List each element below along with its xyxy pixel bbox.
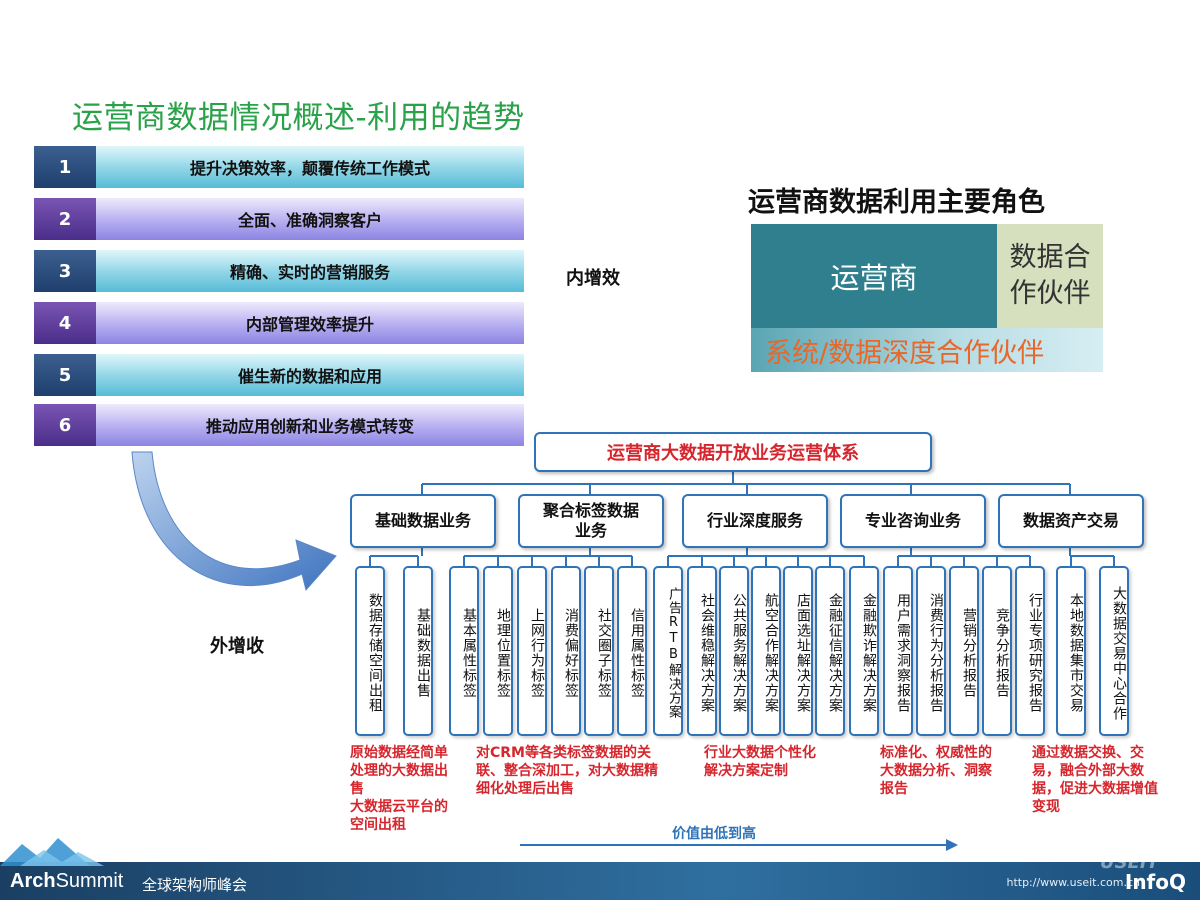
url-watermark: http://www.useit.com.cn <box>1006 876 1140 889</box>
leaf-credit-reporting: 金融征信解决方案 <box>815 566 845 736</box>
slide-title: 运营商数据情况概述-利用的趋势 <box>72 100 525 136</box>
note-aggregated-tags: 对CRM等各类标签数据的关联、整合深加工，对大数据精细化处理后出售 <box>476 745 658 797</box>
org-root: 运营商大数据开放业务运营体系 <box>534 432 932 472</box>
category-asset-trading: 数据资产交易 <box>998 494 1144 548</box>
leaf-basic-attribute-tag: 基本属性标签 <box>449 566 479 736</box>
role-data-partner: 数据合作伙伴 <box>997 224 1103 328</box>
list-item-text: 提升决策效率，颠覆传统工作模式 <box>96 146 524 188</box>
leaf-consumer-behavior: 消费行为分析报告 <box>916 566 946 736</box>
category-basic-data: 基础数据业务 <box>350 494 496 548</box>
note-industry-service: 行业大数据个性化解决方案定制 <box>704 745 816 779</box>
list-item: 2 全面、准确洞察客户 <box>34 198 524 240</box>
list-item: 6 推动应用创新和业务模式转变 <box>34 404 524 446</box>
list-item-number: 3 <box>34 250 96 292</box>
role-operator: 运营商 <box>751 224 997 328</box>
leaf-user-insight: 用户需求洞察报告 <box>883 566 913 736</box>
category-consulting: 专业咨询业务 <box>840 494 986 548</box>
list-item: 5 催生新的数据和应用 <box>34 354 524 396</box>
list-item-number: 2 <box>34 198 96 240</box>
leaf-store-siting: 店面选址解决方案 <box>783 566 813 736</box>
list-item-number: 1 <box>34 146 96 188</box>
leaf-browsing-tag: 上网行为标签 <box>517 566 547 736</box>
leaf-aviation: 航空合作解决方案 <box>751 566 781 736</box>
list-item-text: 精确、实时的营销服务 <box>96 250 524 292</box>
leaf-exchange-center: 大数据交易中心合作 <box>1099 566 1129 736</box>
leaf-industry-research: 行业专项研究报告 <box>1015 566 1045 736</box>
leaf-basic-data-sale: 基础数据出售 <box>403 566 433 736</box>
leaf-consumption-tag: 消费偏好标签 <box>551 566 581 736</box>
leaf-competition-report: 竞争分析报告 <box>982 566 1012 736</box>
roles-box: 运营商 数据合作伙伴 系统/数据深度合作伙伴 <box>751 224 1103 372</box>
leaf-credit-tag: 信用属性标签 <box>617 566 647 736</box>
role-deep-partner: 系统/数据深度合作伙伴 <box>751 328 1103 372</box>
value-label: 价值由低到高 <box>672 826 756 842</box>
leaf-fraud: 金融欺诈解决方案 <box>849 566 879 736</box>
list-item-text: 内部管理效率提升 <box>96 302 524 344</box>
infoq-logo: InfoQ <box>1124 870 1186 894</box>
list-item: 4 内部管理效率提升 <box>34 302 524 344</box>
list-item-number: 6 <box>34 404 96 446</box>
archsummit-logo: ArchSummit <box>10 870 124 892</box>
list-item-text: 全面、准确洞察客户 <box>96 198 524 240</box>
leaf-social-stability: 社会维稳解决方案 <box>687 566 717 736</box>
leaf-public-service: 公共服务解决方案 <box>719 566 749 736</box>
outer-revenue-label: 外增收 <box>210 636 264 657</box>
note-consulting: 标准化、权威性的大数据分析、洞察报告 <box>880 745 992 797</box>
list-item-number: 4 <box>34 302 96 344</box>
list-item-number: 5 <box>34 354 96 396</box>
leaf-social-tag: 社交圈子标签 <box>584 566 614 736</box>
list-item: 1 提升决策效率，颠覆传统工作模式 <box>34 146 524 188</box>
useit-watermark: USEIT <box>1100 852 1159 873</box>
note-basic-data: 原始数据经简单处理的大数据出售 大数据云平台的空间出租 <box>350 745 448 833</box>
brand-subtitle: 全球架构师峰会 <box>142 876 248 894</box>
list-item: 3 精确、实时的营销服务 <box>34 250 524 292</box>
footer-bar <box>0 862 1200 900</box>
category-aggregated-tags: 聚合标签数据业务 <box>518 494 664 548</box>
leaf-marketing-report: 营销分析报告 <box>949 566 979 736</box>
leaf-location-tag: 地理位置标签 <box>483 566 513 736</box>
right-arrow-icon <box>946 839 958 851</box>
leaf-local-market: 本地数据集市交易 <box>1056 566 1086 736</box>
leaf-ad-rtb: 广告RTB解决方案 <box>653 566 683 736</box>
category-industry-service: 行业深度服务 <box>682 494 828 548</box>
curved-arrow-icon <box>131 451 337 592</box>
roles-title: 运营商数据利用主要角色 <box>748 187 1045 218</box>
inner-efficiency-label: 内增效 <box>566 268 620 289</box>
list-item-text: 推动应用创新和业务模式转变 <box>96 404 524 446</box>
mountain-logo-icon <box>0 838 104 866</box>
list-item-text: 催生新的数据和应用 <box>96 354 524 396</box>
note-asset-trading: 通过数据交换、交易，融合外部大数据，促进大数据增值变现 <box>1032 745 1158 815</box>
leaf-storage-rental: 数据存储空间出租 <box>355 566 385 736</box>
